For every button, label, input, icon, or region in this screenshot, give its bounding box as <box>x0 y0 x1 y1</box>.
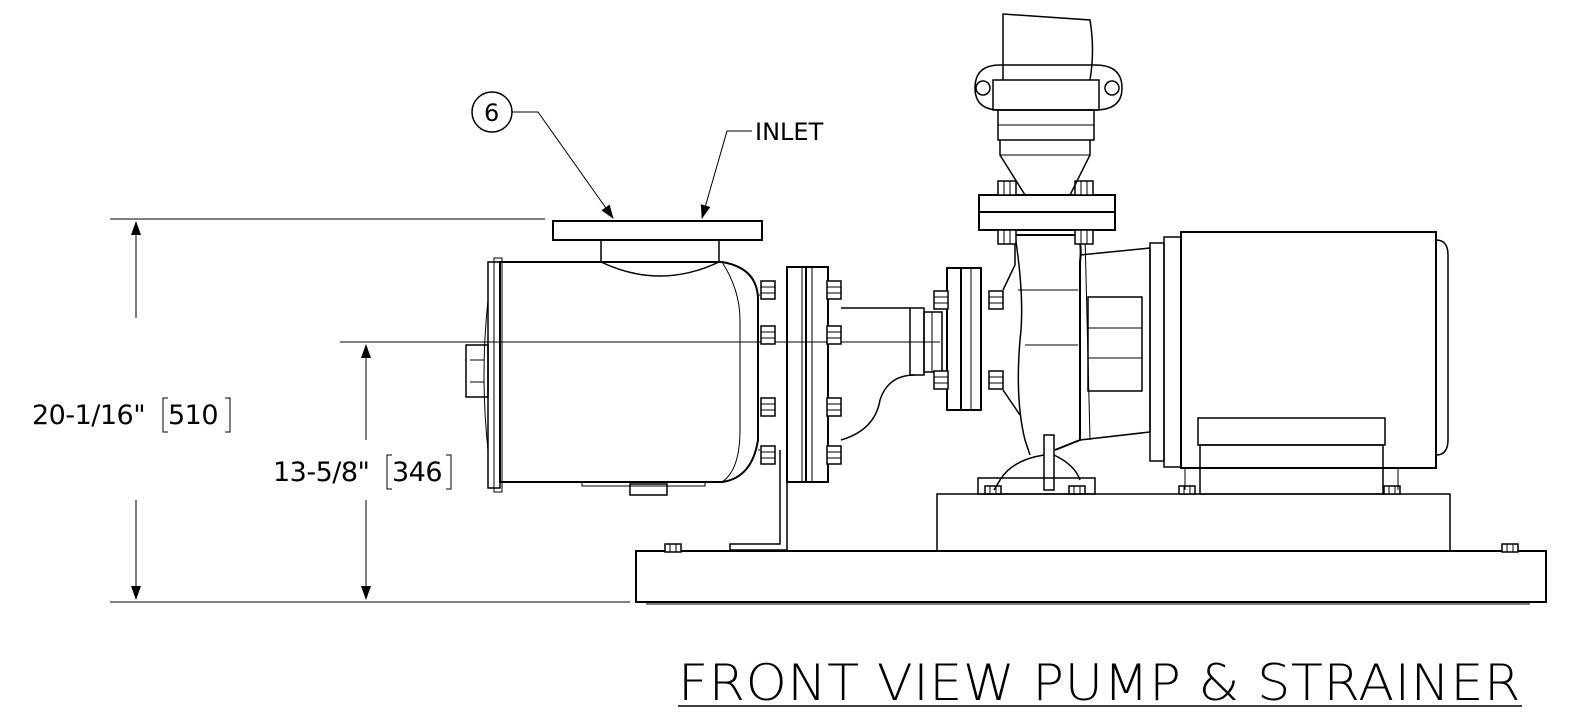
suction-pipe <box>840 307 943 441</box>
overall-height-imperial: 20-1/16" <box>32 400 145 431</box>
balloon-callout: 6 <box>471 91 614 219</box>
base-skid <box>635 485 1547 605</box>
balloon-number: 6 <box>484 99 499 127</box>
centerline-height-metric: 346 <box>392 457 442 488</box>
pump-casing <box>977 234 1096 495</box>
centerline-height-imperial: 13-5/8" <box>273 457 369 488</box>
inlet-callout: INLET <box>700 118 824 219</box>
pump-suction-flange <box>933 267 1004 411</box>
inlet-label: INLET <box>755 118 824 146</box>
drawing-title: FRONT VIEW PUMP & STRAINER <box>678 654 1522 712</box>
motor <box>1079 231 1449 495</box>
dimension-overall-height: 20-1/16" 510 <box>32 218 630 603</box>
strainer <box>465 220 842 496</box>
overall-height-metric: 510 <box>168 400 218 431</box>
strainer-support-bracket <box>729 450 788 551</box>
title-text: FRONT VIEW PUMP & STRAINER <box>678 654 1521 712</box>
dimension-centerline-height: 13-5/8" 346 <box>273 341 940 600</box>
pump-discharge <box>974 13 1123 245</box>
